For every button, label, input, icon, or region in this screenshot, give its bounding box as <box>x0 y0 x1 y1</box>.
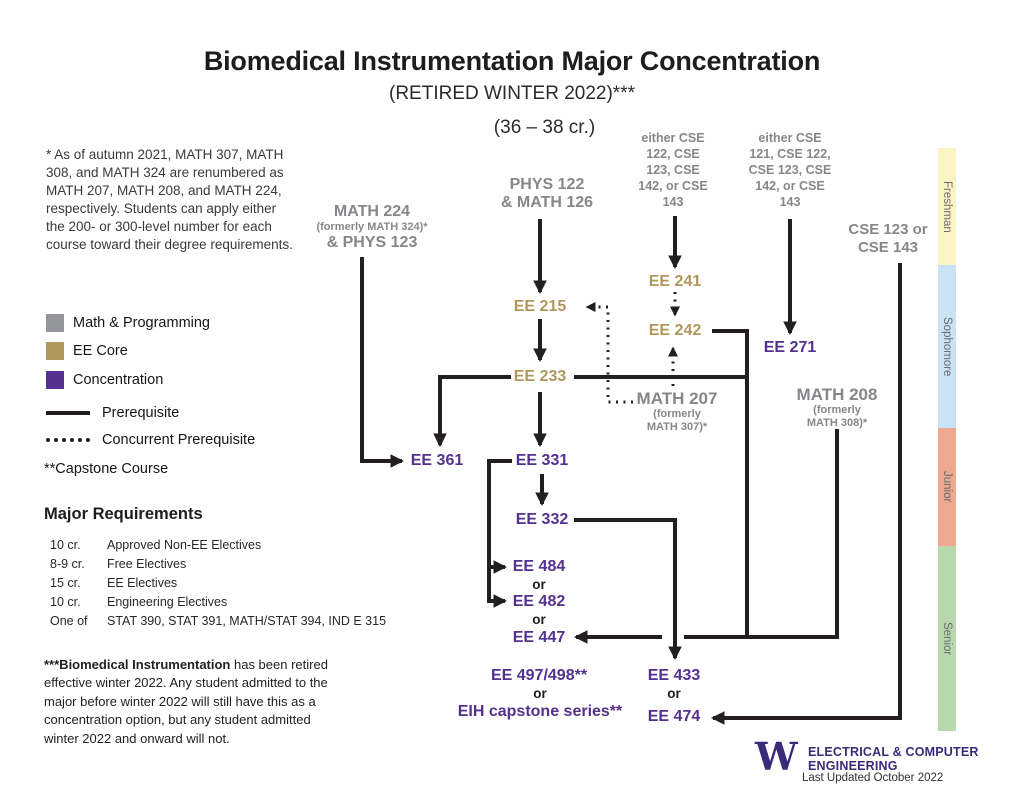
requirement-credits: One of <box>50 614 88 628</box>
requirement-credits: 10 cr. <box>50 595 81 609</box>
requirement-row: 10 cr. Engineering Electives <box>50 593 227 609</box>
year-band-label: Freshman <box>941 180 953 233</box>
node-ee482: EE 482 <box>512 593 566 610</box>
legend-label-prerequisite: Prerequisite <box>102 404 180 421</box>
node-ee474: EE 474 <box>647 708 701 725</box>
node-cse-option-3: CSE 123 or CSE 143 <box>848 221 928 256</box>
requirement-desc: Approved Non-EE Electives <box>107 538 262 552</box>
or-label: or <box>667 686 681 701</box>
requirement-desc: EE Electives <box>107 576 178 590</box>
year-band-junior: Junior <box>938 428 956 546</box>
node-phys122-math126: PHYS 122 & MATH 126 <box>500 176 594 211</box>
legend-label-concentration: Concentration <box>73 372 164 388</box>
edge-math224-ee361 <box>360 257 405 468</box>
edge-cse3-ee474 <box>710 263 902 725</box>
edge-math208-down <box>684 429 839 639</box>
edge-ee331-ee482 <box>487 565 508 608</box>
legend-label-math-programming: Math & Programming <box>73 315 210 331</box>
retirement-note-rest: has been retired effective winter 2022. … <box>44 657 328 746</box>
edge-math207-ee215-concurrent <box>585 301 633 404</box>
node-ee215: EE 215 <box>513 298 567 315</box>
retirement-note-bold: ***Biomedical Instrumentation <box>44 657 231 672</box>
node-cse-option-2: either CSE 121, CSE 122, CSE 123, CSE 14… <box>748 131 832 209</box>
edge-ee233-ee361 <box>433 375 511 448</box>
year-band-label: Junior <box>941 471 953 503</box>
legend-row-concentration: Concentration <box>46 371 163 389</box>
node-ee242: EE 242 <box>648 322 702 339</box>
requirement-credits: 10 cr. <box>50 538 81 552</box>
uw-logo: W <box>755 734 798 779</box>
edge-ee331-ee484 <box>487 459 512 574</box>
node-ee447: EE 447 <box>512 629 566 646</box>
node-math207: MATH 207 (formerly MATH 307)* <box>636 389 718 433</box>
requirement-row: One of STAT 390, STAT 391, MATH/STAT 394,… <box>50 612 386 628</box>
renumber-footnote: * As of autumn 2021, MATH 307, MATH 308,… <box>46 147 293 252</box>
node-eih-capstone: EIH capstone series** <box>457 703 623 720</box>
requirement-desc: STAT 390, STAT 391, MATH/STAT 394, IND E… <box>107 614 387 628</box>
requirement-credits: 8-9 cr. <box>50 557 85 571</box>
requirement-desc: Free Electives <box>107 557 187 571</box>
math-programming-swatch <box>46 314 64 332</box>
or-label: or <box>533 686 547 701</box>
legend-label-ee-core: EE Core <box>73 343 128 359</box>
node-ee484: EE 484 <box>512 558 566 575</box>
concurrent-line-sample <box>46 437 90 442</box>
concentration-swatch <box>46 371 64 389</box>
legend-row-ee-core: EE Core <box>46 342 128 360</box>
year-band-sophomore: Sophomore <box>938 265 956 428</box>
year-band-label: Sophomore <box>941 316 953 377</box>
last-updated: Last Updated October 2022 <box>802 772 944 784</box>
node-cse-option-1: either CSE 122, CSE 123, CSE 142, or CSE… <box>638 131 708 209</box>
node-math208: MATH 208 (formerly MATH 308)* <box>796 385 878 429</box>
major-requirements-heading: Major Requirements <box>44 505 203 523</box>
node-ee233: EE 233 <box>513 368 567 385</box>
or-label: or <box>532 612 546 627</box>
edge-ee242-down <box>712 329 749 637</box>
page-title: Biomedical Instrumentation Major Concent… <box>203 46 821 76</box>
page-subtitle: (RETIRED WINTER 2022)*** <box>389 83 635 104</box>
legend-row-concurrent: Concurrent Prerequisite <box>46 431 255 449</box>
node-ee332: EE 332 <box>515 511 569 528</box>
year-band-senior: Senior <box>938 546 956 731</box>
year-band-label: Senior <box>941 621 953 656</box>
retirement-note: ***Biomedical Instrumentation has been r… <box>44 656 344 748</box>
node-ee361: EE 361 <box>410 452 464 469</box>
or-label: or <box>532 577 546 592</box>
requirement-row: 8-9 cr. Free Electives <box>50 555 186 571</box>
requirement-credits: 15 cr. <box>50 576 81 590</box>
edge-ee332-ee433 <box>574 518 682 661</box>
org-name-line2: ENGINEERING <box>808 759 898 773</box>
credit-range: (36 – 38 cr.) <box>493 117 596 138</box>
node-math224-phys123: MATH 224 (formerly MATH 324)* & PHYS 123 <box>316 203 428 251</box>
ee-core-swatch <box>46 342 64 360</box>
prerequisite-line-sample <box>46 410 90 415</box>
node-ee433: EE 433 <box>647 667 701 684</box>
node-ee241: EE 241 <box>648 273 702 290</box>
legend-row-prerequisite: Prerequisite <box>46 404 179 422</box>
legend-row-math-programming: Math & Programming <box>46 314 210 332</box>
node-ee497-498: EE 497/498** <box>490 667 588 684</box>
node-ee331: EE 331 <box>515 452 569 469</box>
requirement-desc: Engineering Electives <box>107 595 228 609</box>
org-name-line1: ELECTRICAL & COMPUTER <box>808 745 979 759</box>
legend-label-concurrent: Concurrent Prerequisite <box>102 431 256 448</box>
capstone-note: **Capstone Course <box>44 461 169 477</box>
requirement-row: 15 cr. EE Electives <box>50 574 177 590</box>
requirement-row: 10 cr. Approved Non-EE Electives <box>50 536 261 552</box>
node-ee271: EE 271 <box>763 339 817 356</box>
year-band-freshman: Freshman <box>938 148 956 265</box>
